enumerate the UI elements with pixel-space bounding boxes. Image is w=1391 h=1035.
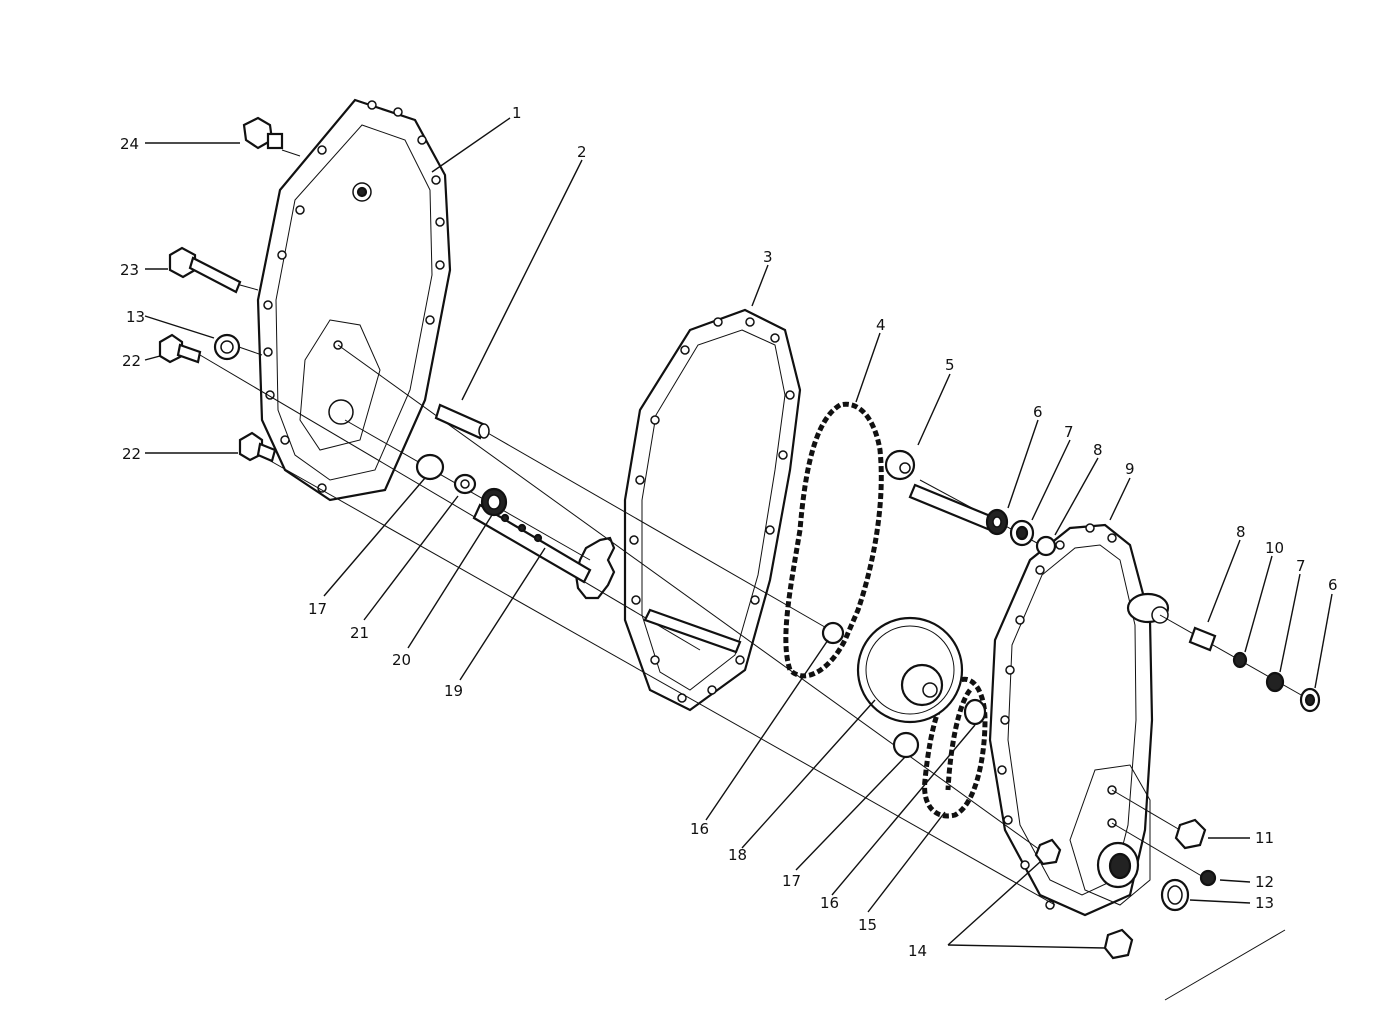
callout-15: 15 bbox=[858, 916, 877, 934]
shaft-19 bbox=[472, 503, 592, 584]
spacer-8-right bbox=[1188, 626, 1217, 652]
spacer-17-right bbox=[892, 731, 920, 759]
washer-21 bbox=[453, 473, 477, 495]
callout-23: 23 bbox=[120, 261, 139, 279]
callout-3: 3 bbox=[763, 248, 773, 266]
callout-17-left: 17 bbox=[308, 600, 327, 618]
spacer-2 bbox=[434, 403, 490, 440]
gasket-bolt-holes bbox=[629, 317, 795, 703]
gasket bbox=[623, 308, 802, 712]
callout-1: 1 bbox=[512, 104, 522, 122]
case-bolt-holes bbox=[997, 523, 1117, 910]
bolt-22-upper bbox=[158, 333, 202, 364]
bolt-24 bbox=[242, 116, 284, 150]
spacer-17-left bbox=[415, 453, 445, 481]
callout-13-right: 13 bbox=[1255, 894, 1274, 912]
bearing-6-right bbox=[1299, 687, 1321, 713]
small-sprocket-right bbox=[900, 663, 944, 707]
callout-10: 10 bbox=[1265, 539, 1284, 557]
lower-drive-chain bbox=[922, 676, 988, 819]
upper-drive-chain bbox=[783, 401, 884, 679]
seal-13-left bbox=[213, 333, 241, 361]
seal-13-right bbox=[1160, 878, 1190, 912]
callout-16-upper: 16 bbox=[690, 820, 709, 838]
nut-14-lower bbox=[1103, 928, 1134, 960]
washer-10 bbox=[1232, 651, 1248, 669]
nut-14-upper bbox=[1034, 838, 1062, 866]
callout-5: 5 bbox=[945, 356, 955, 374]
callout-4: 4 bbox=[876, 316, 886, 334]
shaft-lower bbox=[643, 608, 742, 654]
callout-21: 21 bbox=[350, 624, 369, 642]
callout-11: 11 bbox=[1255, 829, 1274, 847]
callout-22-lower: 22 bbox=[122, 445, 141, 463]
spacer-16-upper bbox=[821, 621, 845, 645]
callout-9: 9 bbox=[1125, 460, 1135, 478]
left-chaincase-cover bbox=[256, 98, 452, 502]
callout-14: 14 bbox=[908, 942, 927, 960]
callout-13-left: 13 bbox=[126, 308, 145, 326]
nut-12 bbox=[1199, 869, 1217, 887]
bolt-22-lower bbox=[238, 431, 277, 463]
callout-6-left: 6 bbox=[1033, 403, 1043, 421]
sprocket-part-5 bbox=[884, 449, 916, 481]
leader-lines bbox=[144, 117, 1333, 949]
callout-24: 24 bbox=[120, 135, 139, 153]
washer-7-left bbox=[1009, 519, 1035, 547]
callout-7-left: 7 bbox=[1064, 423, 1074, 441]
callout-19: 19 bbox=[444, 682, 463, 700]
callout-20: 20 bbox=[392, 651, 411, 669]
cover-bolt-holes bbox=[263, 100, 445, 493]
callout-7-right: 7 bbox=[1296, 557, 1306, 575]
bearing-20 bbox=[480, 487, 508, 517]
callout-8-left: 8 bbox=[1093, 441, 1103, 459]
washer-7-right bbox=[1265, 671, 1285, 693]
callout-2: 2 bbox=[577, 143, 587, 161]
callout-16-lower: 16 bbox=[820, 894, 839, 912]
callout-17-right: 17 bbox=[782, 872, 801, 890]
callout-12: 12 bbox=[1255, 873, 1274, 891]
bearing-6-left bbox=[985, 508, 1009, 536]
callout-8-right: 8 bbox=[1236, 523, 1246, 541]
right-chaincase bbox=[988, 523, 1170, 917]
spacer-8-left bbox=[1035, 535, 1057, 557]
callout-22-upper: 22 bbox=[122, 352, 141, 370]
callout-18: 18 bbox=[728, 846, 747, 864]
callout-labels: 1 2 3 4 5 6 7 8 9 8 10 7 6 11 12 13 14 1… bbox=[120, 104, 1338, 960]
callout-6-right: 6 bbox=[1328, 576, 1338, 594]
nut-11 bbox=[1174, 818, 1207, 850]
bolt-23 bbox=[168, 246, 242, 294]
spacer-16-lower bbox=[963, 698, 987, 726]
